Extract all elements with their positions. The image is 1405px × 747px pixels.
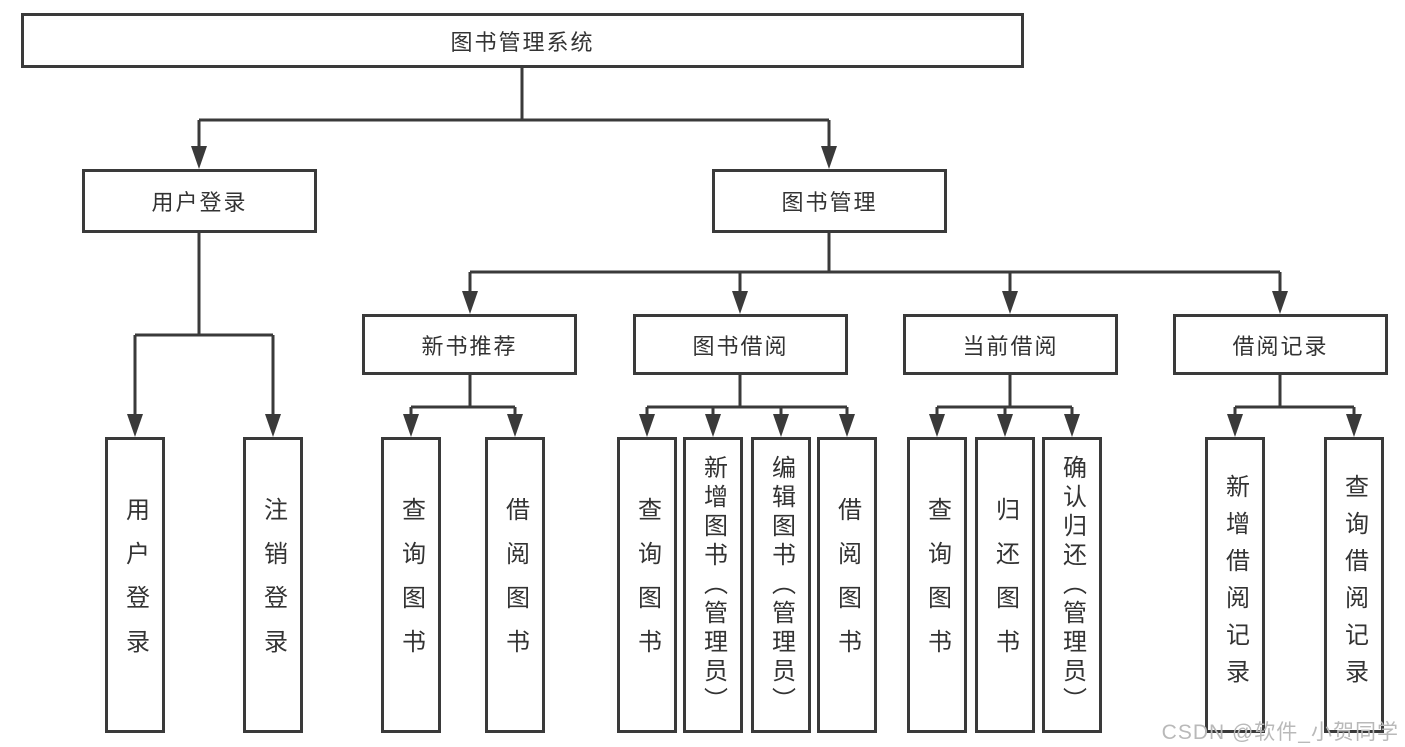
leaf-borrow-book-borrowing: 借阅图书 [817,437,877,733]
leaf-logout: 注销登录 [243,437,303,733]
leaf-query-book-recommend: 查询图书 [381,437,441,733]
leaf-borrow-book-recommend: 借阅图书 [485,437,545,733]
leaf-query-borrow-record: 查询借阅记录 [1324,437,1384,733]
node-new-book-recommend: 新书推荐 [362,314,577,375]
leaf-return-book: 归还图书 [975,437,1035,733]
csdn-watermark: CSDN @软件_小贺同学 [1161,721,1399,744]
node-current-borrowing: 当前借阅 [903,314,1118,375]
leaf-add-borrow-record: 新增借阅记录 [1205,437,1265,733]
leaf-edit-book-admin: 编辑图书（管理员） [751,437,811,733]
node-borrowing-records: 借阅记录 [1173,314,1388,375]
node-book-borrowing: 图书借阅 [633,314,848,375]
leaf-user-login: 用户登录 [105,437,165,733]
node-root-system: 图书管理系统 [21,13,1024,68]
arrowheads [127,146,1362,437]
node-user-login-group: 用户登录 [82,169,317,233]
leaf-add-book-admin: 新增图书（管理员） [683,437,743,733]
leaf-confirm-return-admin: 确认归还（管理员） [1042,437,1102,733]
leaf-query-book-borrowing: 查询图书 [617,437,677,733]
leaf-query-book-current: 查询图书 [907,437,967,733]
node-book-management: 图书管理 [712,169,947,233]
